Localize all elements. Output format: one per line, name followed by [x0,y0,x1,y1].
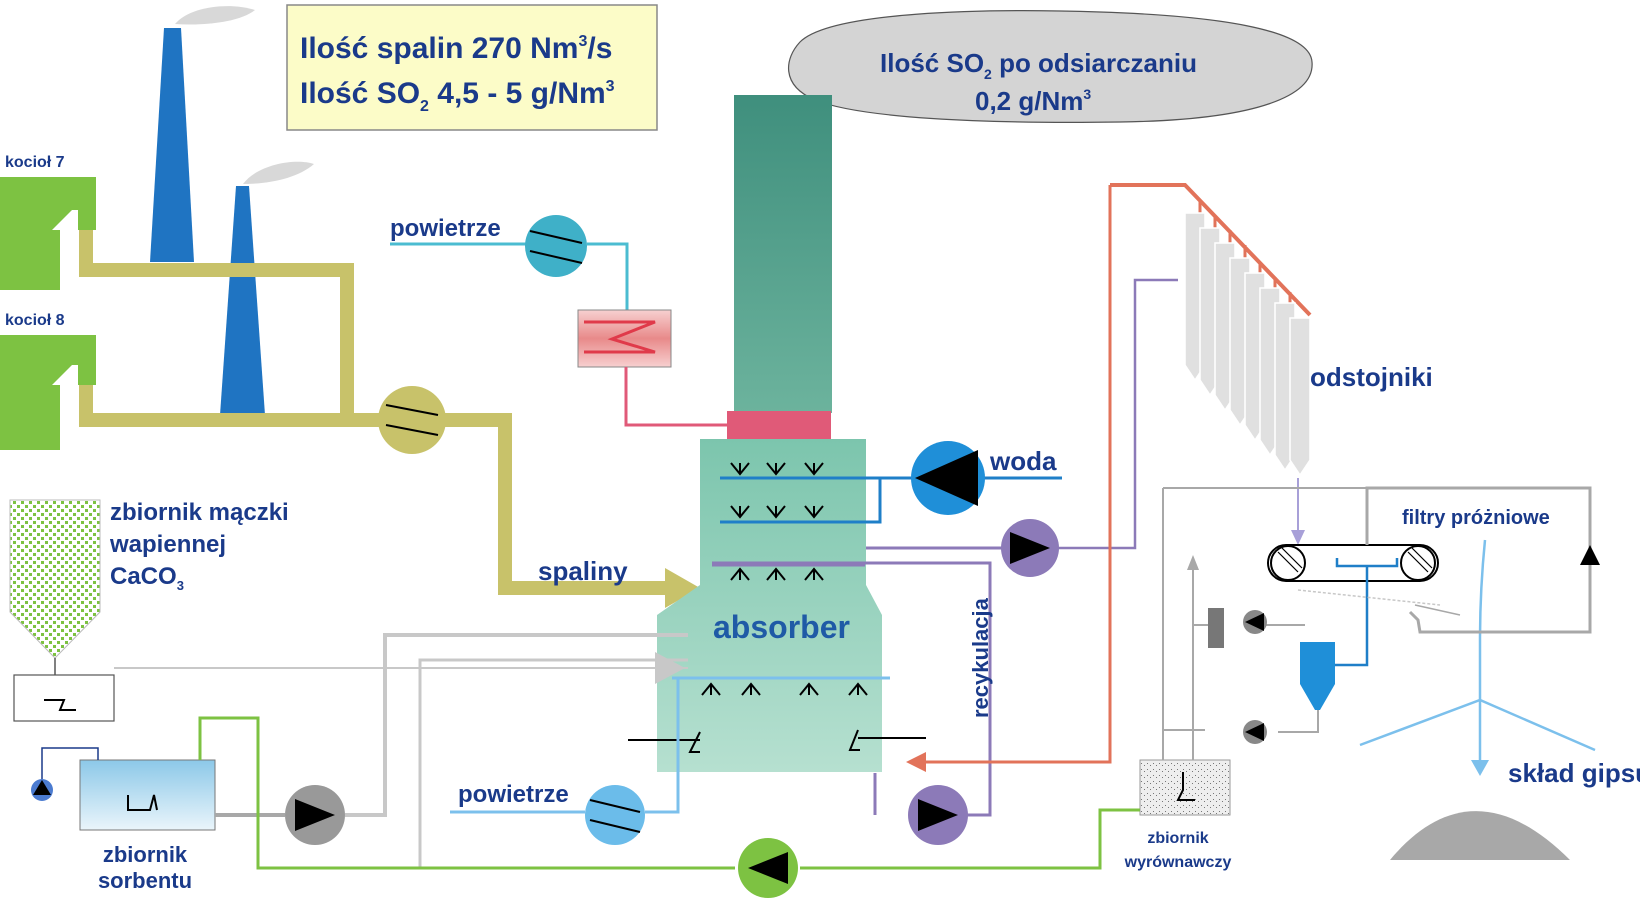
boiler-7-label: kocioł 7 [5,154,65,171]
recirc-line [712,561,992,817]
absorber-vessel [657,439,882,772]
limestone-meal-tank [9,499,101,675]
vacuum-filters-label: filtry próżniowe [1402,507,1550,529]
air-bottom-fan [585,785,645,845]
vacuum-filter [1267,544,1439,582]
recirc-pump [908,785,968,845]
limestone-tank-label-3: CaCO3 [110,563,184,593]
overflow-return-line [926,185,1112,764]
chimney-2 [220,161,314,415]
equalizing-tank-label-2: wyrównawczy [1124,854,1232,871]
equalizing-tank [1139,759,1231,816]
sorbent-tank-label-1: zbiornik [103,842,188,867]
settler-distribution-line [1110,183,1312,317]
boiler-8: kocioł 8 [0,312,96,450]
equalizing-tank-label-1: zbiornik [1147,830,1208,847]
flue-gas-arrow [665,568,700,608]
slurry-pump [1001,519,1059,577]
return-pump [738,838,798,898]
settler-feed-line [1058,278,1178,550]
info-line-2: Ilość SO2 4,5 - 5 g/Nm3 [300,77,615,115]
info-line-1: Ilość spalin 270 Nm3/s [300,32,612,65]
sorbent-tank [79,759,216,831]
cloud-line-1: Ilość SO2 po odsiarczaniu [880,48,1197,82]
hot-air-line [624,367,727,427]
cloud-line-2: 0,2 g/Nm3 [975,86,1091,116]
sorbent-feed-line [345,633,688,817]
limestone-tank-label-2: wapiennej [109,531,226,558]
air-top-line-2 [587,242,629,310]
hydrocyclone [1300,642,1335,710]
valve-block [1208,608,1224,648]
air-top-label: powietrze [390,215,501,242]
boiler-8-label: kocioł 8 [5,312,65,329]
air-top-fan [525,215,587,277]
sorbent-return-line [198,716,735,870]
gypsum-store-label: skład gipsu [1508,758,1640,788]
boiler-7: kocioł 7 [0,154,96,290]
emission-cloud: Ilość SO2 po odsiarczaniu 0,2 g/Nm3 [788,10,1313,123]
flue-gas-fan [378,386,446,454]
air-heater [577,309,672,368]
info-box: Ilość spalin 270 Nm3/s Ilość SO2 4,5 - 5… [286,4,658,131]
mixing-tank [13,674,115,722]
spray-bank-upper [720,476,895,524]
absorber-agitators [628,729,926,753]
sorbent-feed-pump [285,785,345,845]
flue-gas-duct [79,230,665,595]
recirculation-label: recykulacja [968,597,993,718]
limestone-tank-label-1: zbiornik mączki [110,499,289,526]
flue-gas-label: spaliny [538,556,628,586]
gypsum-conveyor [1359,698,1596,752]
filtrate-pump-2 [1243,720,1267,744]
sorbent-dosing-pump [31,779,53,801]
clean-gas-stack [734,95,832,413]
spray-nozzles-mid [730,567,824,581]
gypsum-pile [1390,811,1570,860]
sorbent-tank-label-2: sorbentu [98,868,192,893]
gas-reheat-section [727,411,831,439]
settlers-label: odstojniki [1310,362,1433,392]
settlers [1184,212,1311,477]
air-bottom-label: powietrze [458,781,569,808]
spray-nozzles-lower [701,682,868,696]
spray-nozzles-upper [730,462,824,519]
water-pump [911,441,985,515]
chimney-1 [150,6,255,262]
water-label: woda [989,446,1057,476]
absorber-label: absorber [713,609,850,645]
filtrate-pump-1 [1243,610,1267,634]
